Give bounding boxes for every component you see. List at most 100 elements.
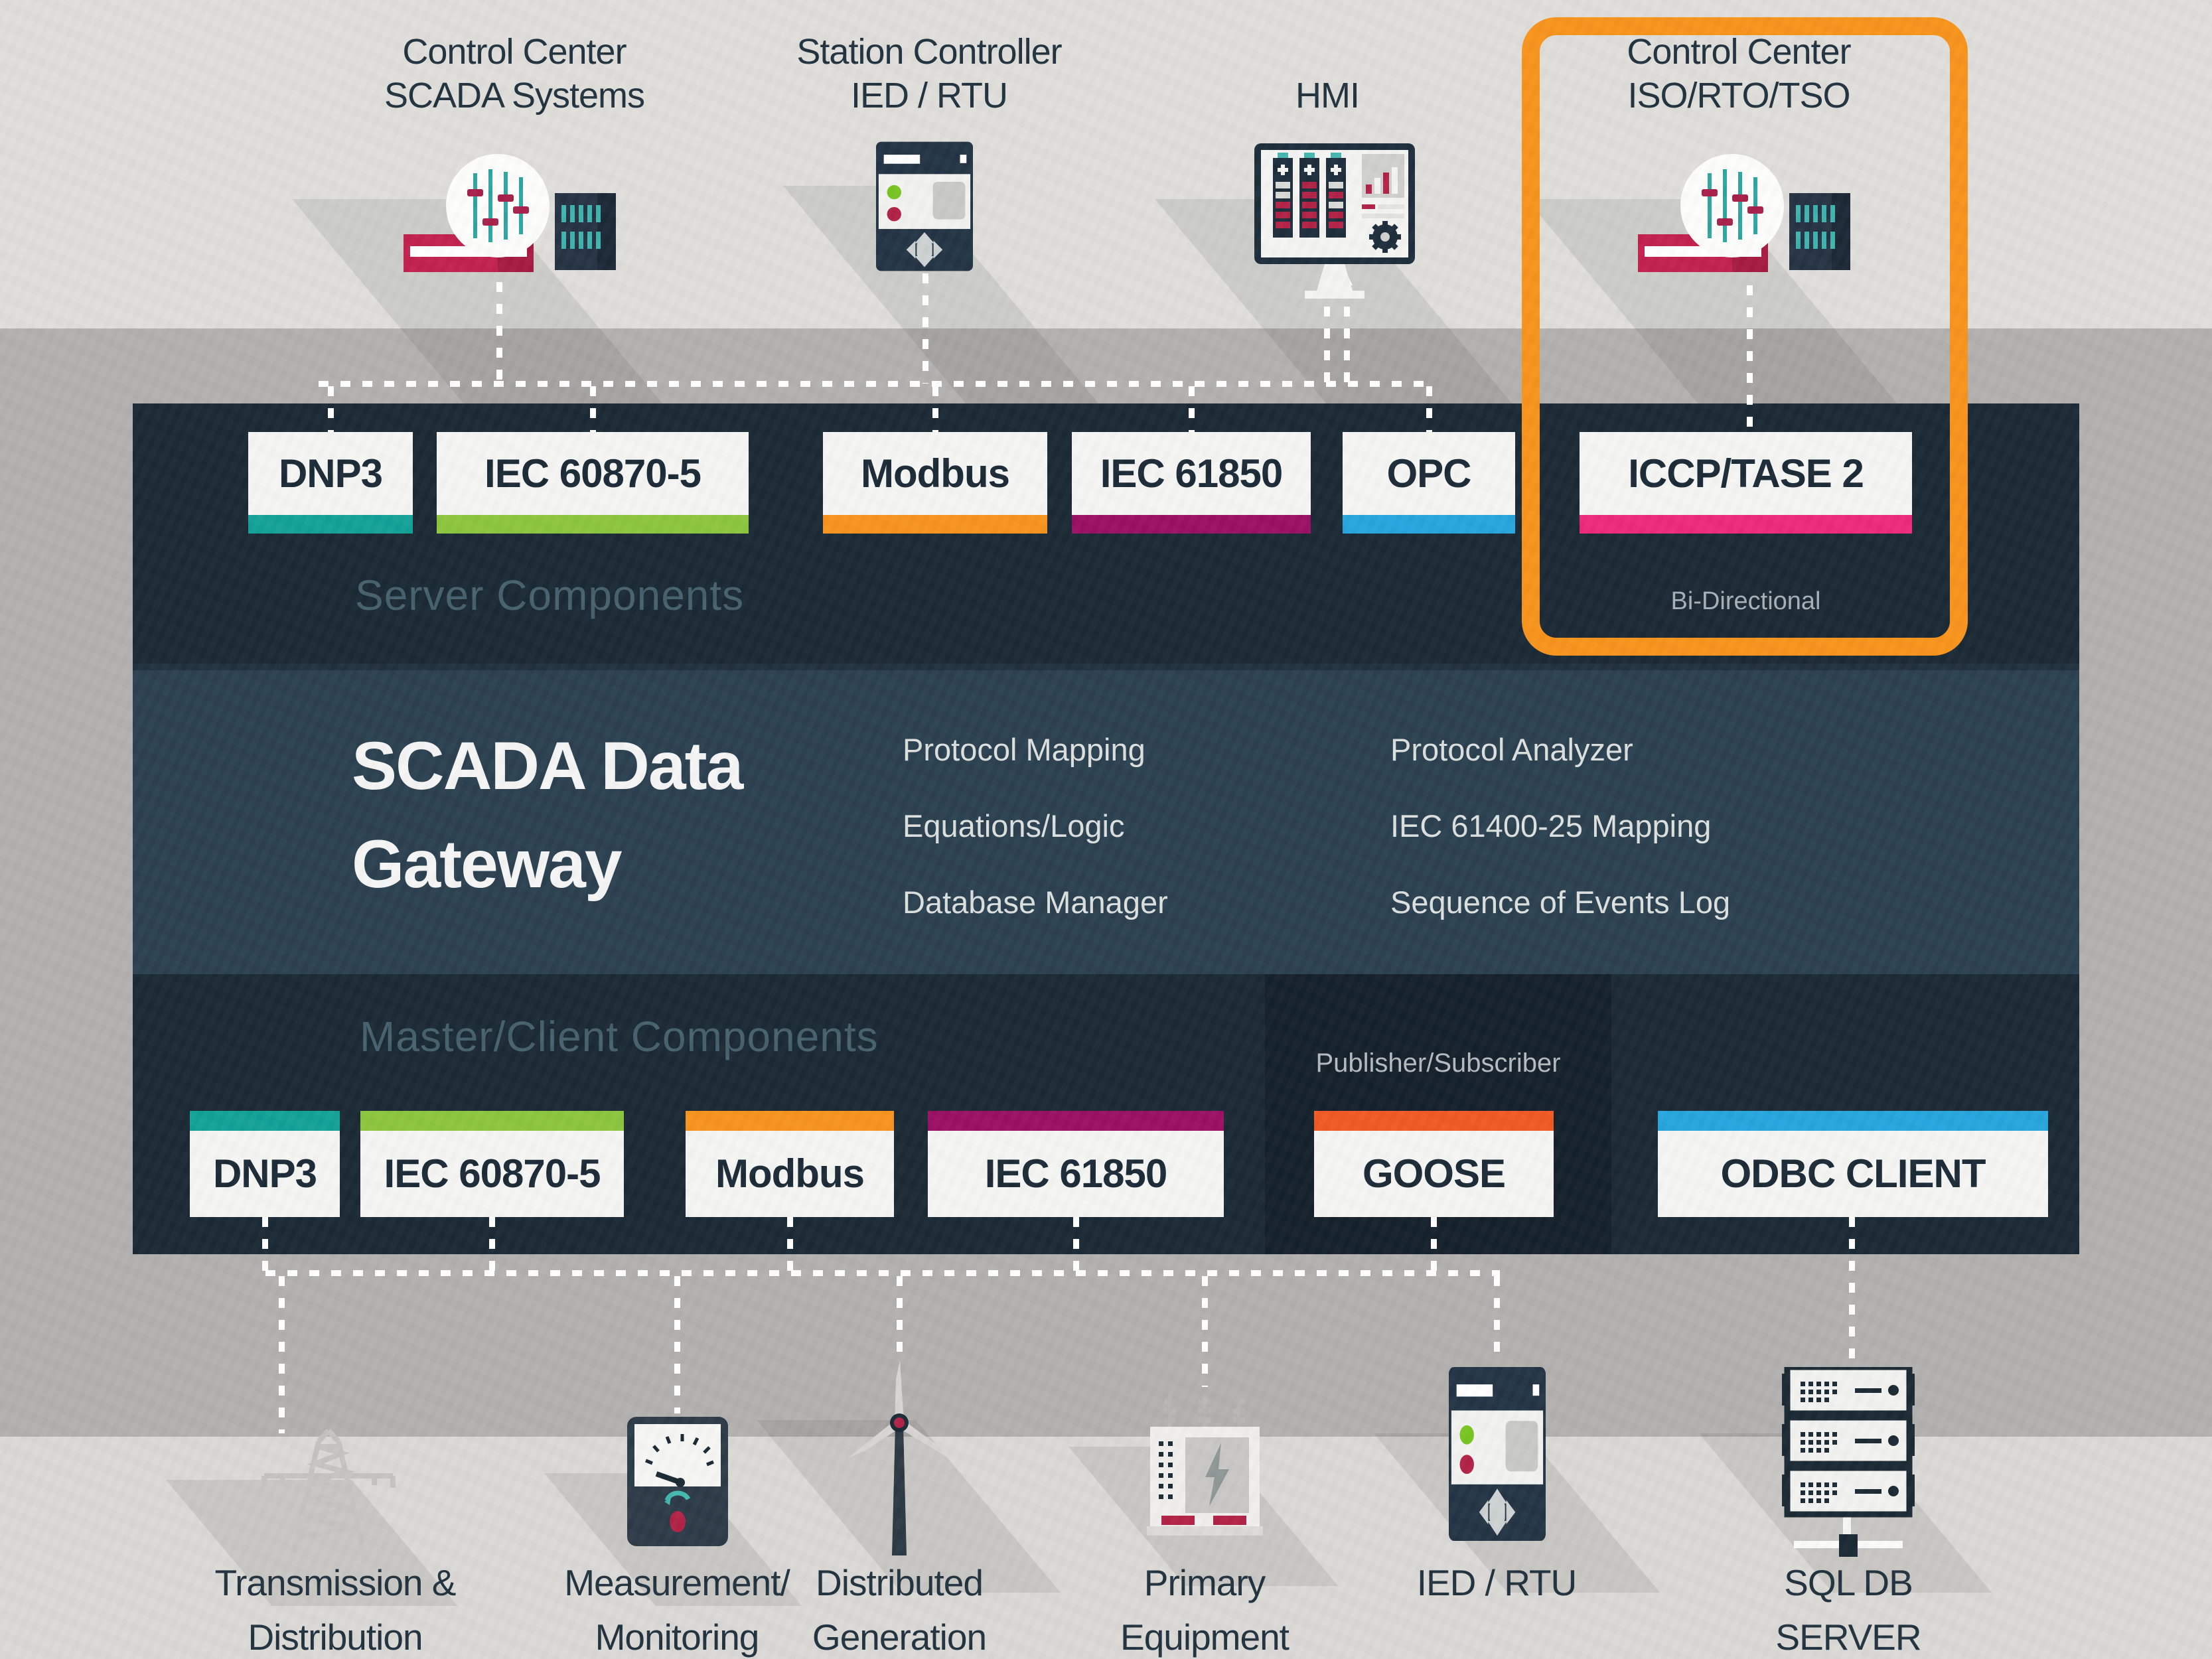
protocol-box-iec60870-server: IEC 60870-5 (437, 432, 749, 534)
server-components-label: Server Components (355, 571, 745, 619)
gateway-title-line: Gateway (352, 826, 623, 902)
accent-bar (248, 515, 413, 534)
dashed-connector (1073, 1217, 1079, 1273)
wind-turbine-icon (848, 1360, 950, 1555)
dashed-connector (897, 1276, 903, 1360)
protocol-box-modbus-master: Modbus (686, 1111, 894, 1217)
protocol-box-iccp-server: ICCP/TASE 2 (1580, 432, 1912, 534)
gauge-meter-icon (627, 1417, 728, 1546)
feature-item: IEC 61400-25 Mapping (1390, 808, 1712, 843)
feature-list-left: Protocol Mapping Equations/Logic Databas… (903, 711, 1168, 940)
accent-bar (823, 515, 1047, 534)
hmi-monitor-icon (1254, 143, 1415, 299)
label-line: Control Center (1627, 32, 1851, 72)
protocol-label: IEC 61850 (984, 1151, 1168, 1196)
publisher-subscriber-label: Publisher/Subscriber (1315, 1048, 1561, 1078)
feature-item: Protocol Analyzer (1390, 732, 1633, 767)
protocol-label: IEC 60870-5 (384, 1151, 601, 1196)
protocol-box-iec61850-server: IEC 61850 (1072, 432, 1311, 534)
feature-list-right: Protocol Analyzer IEC 61400-25 Mapping S… (1390, 711, 1730, 940)
feature-item: Sequence of Events Log (1390, 885, 1731, 920)
label-line: SQL DB (1784, 1562, 1913, 1603)
label-line: Generation (812, 1617, 987, 1658)
protocol-label: Modbus (861, 451, 1010, 496)
bottom-node-label-transmission: Transmission & Distribution (163, 1555, 508, 1659)
dashed-connector (674, 1276, 680, 1413)
label-line: Distributed (816, 1562, 984, 1603)
ied-rtu-icon (876, 141, 973, 271)
dashed-connector (262, 1217, 268, 1273)
accent-bar (686, 1111, 894, 1131)
accent-bar (190, 1111, 340, 1131)
bottom-node-label-distributed-gen: Distributed Generation (727, 1555, 1072, 1659)
protocol-box-dnp3-server: DNP3 (248, 432, 413, 534)
bottom-node-label-sql-db: SQL DB SERVER (1676, 1555, 2021, 1659)
bottom-node-label-primary-equipment: Primary Equipment (1032, 1555, 1377, 1659)
top-node-label-hmi: HMI (1161, 74, 1493, 117)
protocol-box-modbus-server: Modbus (823, 432, 1047, 534)
paper-top-band (0, 0, 2212, 328)
label-line: Station Controller (796, 32, 1062, 72)
accent-bar (360, 1111, 624, 1131)
dashed-connector (1189, 386, 1195, 432)
protocol-box-dnp3-master: DNP3 (190, 1111, 340, 1217)
protocol-label: IEC 60870-5 (484, 451, 701, 496)
top-node-label-control-center-scada: Control Center SCADA Systems (348, 30, 680, 117)
protocol-label: DNP3 (278, 451, 383, 496)
highlight-frame (1522, 17, 1968, 656)
protocol-box-opc-server: OPC (1343, 432, 1515, 534)
dashed-connector (496, 282, 502, 384)
gateway-middle-section (133, 664, 2079, 974)
dashed-connector (1431, 1217, 1437, 1273)
gateway-title-line: SCADA Data (352, 728, 743, 804)
top-node-label-control-center-iso: Control Center ISO/RTO/TSO (1573, 30, 1905, 117)
control-sliders-icon (404, 154, 616, 272)
feature-item: Equations/Logic (903, 808, 1125, 843)
bottom-node-label-measurement: Measurement/ Monitoring (504, 1555, 849, 1659)
dashed-connector (1344, 307, 1350, 384)
bidirectional-note: Bi-Directional (1670, 587, 1821, 615)
label-line: Transmission & (214, 1562, 457, 1603)
ied-rtu-icon (1449, 1367, 1546, 1541)
protocol-box-goose-master: GOOSE (1314, 1111, 1554, 1217)
label-line: IED / RTU (850, 76, 1008, 115)
protocol-box-iec61850-master: IEC 61850 (928, 1111, 1224, 1217)
protocol-label: OPC (1386, 451, 1471, 496)
dashed-connector-odbc (1849, 1217, 1855, 1364)
dashed-connector (489, 1217, 495, 1273)
dashed-connector (1494, 1276, 1500, 1364)
label-line: IED / RTU (1416, 1562, 1578, 1603)
dashed-connector (922, 273, 928, 384)
label-line: SCADA Systems (384, 76, 645, 115)
label-line: ISO/RTO/TSO (1627, 76, 1850, 115)
accent-bar (1343, 515, 1515, 534)
label-line: Control Center (402, 32, 627, 72)
protocol-label: DNP3 (212, 1151, 317, 1196)
label-line: Equipment (1120, 1617, 1290, 1658)
dashed-connector (787, 1217, 793, 1273)
protocol-label: IEC 61850 (1100, 451, 1284, 496)
dashed-bus-top (319, 381, 1434, 387)
feature-item: Protocol Mapping (903, 732, 1145, 767)
accent-bar (1314, 1111, 1554, 1131)
protocol-label: ICCP/TASE 2 (1628, 451, 1864, 496)
label-line: HMI (1295, 76, 1360, 115)
dashed-bus-bottom (265, 1270, 1500, 1276)
top-node-label-station-controller: Station Controller IED / RTU (763, 30, 1095, 117)
dashed-connector (1426, 386, 1432, 432)
dashed-connector (590, 386, 596, 432)
label-line: Measurement/ (564, 1562, 790, 1603)
protocol-box-odbc-master: ODBC CLIENT (1658, 1111, 2048, 1217)
label-line: SERVER (1775, 1617, 1921, 1658)
dashed-connector (1324, 307, 1330, 384)
label-line: Monitoring (595, 1617, 760, 1658)
master-components-label: Master/Client Components (360, 1013, 879, 1060)
label-line: Primary (1143, 1562, 1266, 1603)
label-line: Distribution (248, 1617, 423, 1658)
accent-bar (1658, 1111, 2048, 1131)
protocol-box-iec60870-master: IEC 60870-5 (360, 1111, 624, 1217)
accent-bar (928, 1111, 1224, 1131)
feature-item: Database Manager (903, 885, 1168, 920)
accent-bar (437, 515, 749, 534)
